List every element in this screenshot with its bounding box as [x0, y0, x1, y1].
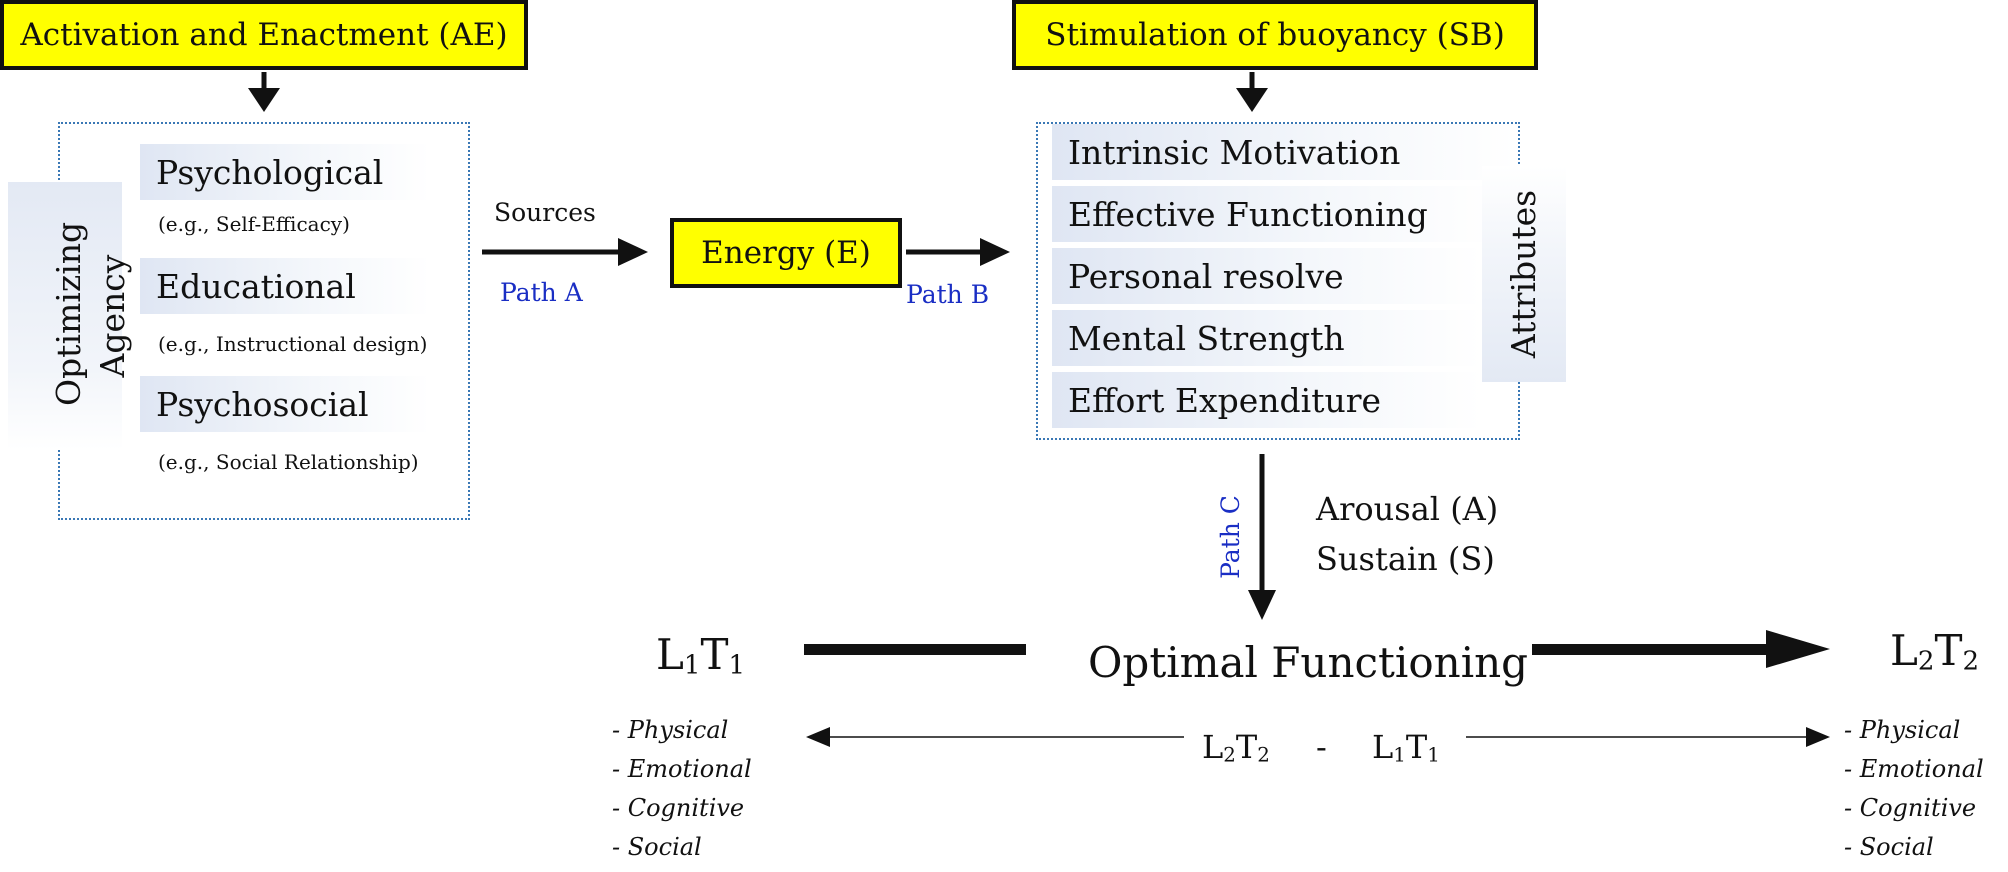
attribute-item: Intrinsic Motivation: [1052, 124, 1518, 180]
agency-example-text: (e.g., Self-Efficacy): [158, 212, 350, 236]
agency-example-text: (e.g., Instructional design): [158, 332, 428, 356]
sources-label: Sources: [494, 198, 596, 227]
domain-right-item: - Emotional: [1844, 755, 1984, 783]
optimizing-agency-label-wrap: Optimizing Agency: [47, 191, 132, 441]
agency-example-text: (e.g., Social Relationship): [158, 450, 419, 474]
sustain-label: Sustain (S): [1316, 540, 1495, 578]
agency-item-educational: Educational: [140, 258, 430, 314]
agency-item-example: (e.g., Social Relationship): [158, 450, 419, 474]
l2t2-thick-arrow: [1532, 630, 1830, 668]
difference-left-label: L2T2: [1202, 728, 1270, 767]
attribute-item-label: Intrinsic Motivation: [1068, 132, 1401, 172]
activation-enactment-box: Activation and Enactment (AE): [0, 0, 528, 70]
diff-right-letter-t: T: [1405, 728, 1428, 766]
agency-item-title: Psychosocial: [156, 384, 369, 424]
thin-left-arrow: [806, 727, 1184, 747]
attribute-item: Effective Functioning: [1052, 186, 1492, 242]
attribute-item-label: Mental Strength: [1068, 318, 1345, 358]
l1t1-letter-l: L: [656, 630, 684, 679]
agency-item-example: (e.g., Self-Efficacy): [158, 212, 350, 236]
diff-right-sub-2: 1: [1427, 743, 1440, 767]
path-c-label: Path C: [1216, 495, 1245, 579]
attribute-item-label: Effective Functioning: [1068, 194, 1428, 234]
diff-right-sub-1: 1: [1393, 743, 1406, 767]
attribute-item-label: Effort Expenditure: [1068, 380, 1382, 420]
agency-item-psychosocial: Psychosocial: [140, 376, 430, 432]
optimizing-agency-tab: [8, 182, 122, 450]
energy-box: Energy (E): [670, 218, 902, 288]
l1t1-sub-1: 1: [683, 650, 701, 681]
domain-right-item: - Social: [1844, 833, 1934, 861]
l2t2-label: L2T2: [1890, 626, 1979, 677]
domain-left-item: - Physical: [612, 716, 729, 744]
agency-item-psychological: Psychological: [140, 144, 430, 200]
path-c-arrow: [1248, 454, 1276, 620]
path-a-label: Path A: [500, 278, 583, 307]
stimulation-buoyancy-box: Stimulation of buoyancy (SB): [1012, 0, 1538, 70]
optimal-functioning-label: Optimal Functioning: [1088, 638, 1529, 687]
agency-item-title: Psychological: [156, 152, 384, 192]
diff-left-letter-l: L: [1202, 728, 1224, 766]
attribute-item-label: Personal resolve: [1068, 256, 1344, 296]
attributes-label: Attributes: [1504, 189, 1543, 359]
diff-left-sub-2: 2: [1257, 743, 1270, 767]
attribute-item: Effort Expenditure: [1052, 372, 1482, 428]
stimulation-buoyancy-label: Stimulation of buoyancy (SB): [1045, 17, 1505, 53]
domain-left-item: - Emotional: [612, 755, 752, 783]
agency-item-title: Educational: [156, 266, 356, 306]
path-a-arrow: [482, 238, 648, 266]
domain-right-item: - Cognitive: [1844, 794, 1977, 822]
domain-left-item: - Social: [612, 833, 702, 861]
energy-label: Energy (E): [701, 235, 871, 271]
l1t1-sub-2: 1: [728, 650, 746, 681]
l2t2-letter-t: T: [1934, 626, 1963, 675]
attribute-item: Personal resolve: [1052, 248, 1482, 304]
l1t1-letter-t: T: [700, 630, 729, 679]
attribute-item: Mental Strength: [1052, 310, 1482, 366]
domain-left-item: - Cognitive: [612, 794, 745, 822]
optimizing-agency-label: Optimizing Agency: [49, 221, 132, 406]
difference-right-label: L1T1: [1372, 728, 1440, 767]
l2t2-letter-l: L: [1890, 626, 1918, 675]
sb-down-arrow: [1236, 72, 1268, 112]
thin-right-arrow: [1466, 727, 1830, 747]
l2t2-sub-2: 2: [1962, 646, 1980, 677]
diff-left-letter-t: T: [1235, 728, 1258, 766]
agency-item-example: (e.g., Instructional design): [158, 332, 427, 356]
difference-minus: -: [1316, 728, 1327, 766]
diff-right-letter-l: L: [1372, 728, 1394, 766]
ae-down-arrow: [248, 72, 280, 112]
l1t1-thick-bar: [804, 644, 1026, 655]
diff-left-sub-1: 2: [1223, 743, 1236, 767]
l2t2-sub-1: 2: [1917, 646, 1935, 677]
arousal-label: Arousal (A): [1316, 490, 1499, 528]
l1t1-label: L1T1: [656, 630, 745, 681]
path-b-arrow: [906, 238, 1010, 266]
attributes-tab: [1482, 166, 1566, 382]
domain-right-item: - Physical: [1844, 716, 1961, 744]
activation-enactment-label: Activation and Enactment (AE): [20, 17, 508, 53]
path-b-label: Path B: [906, 280, 990, 309]
